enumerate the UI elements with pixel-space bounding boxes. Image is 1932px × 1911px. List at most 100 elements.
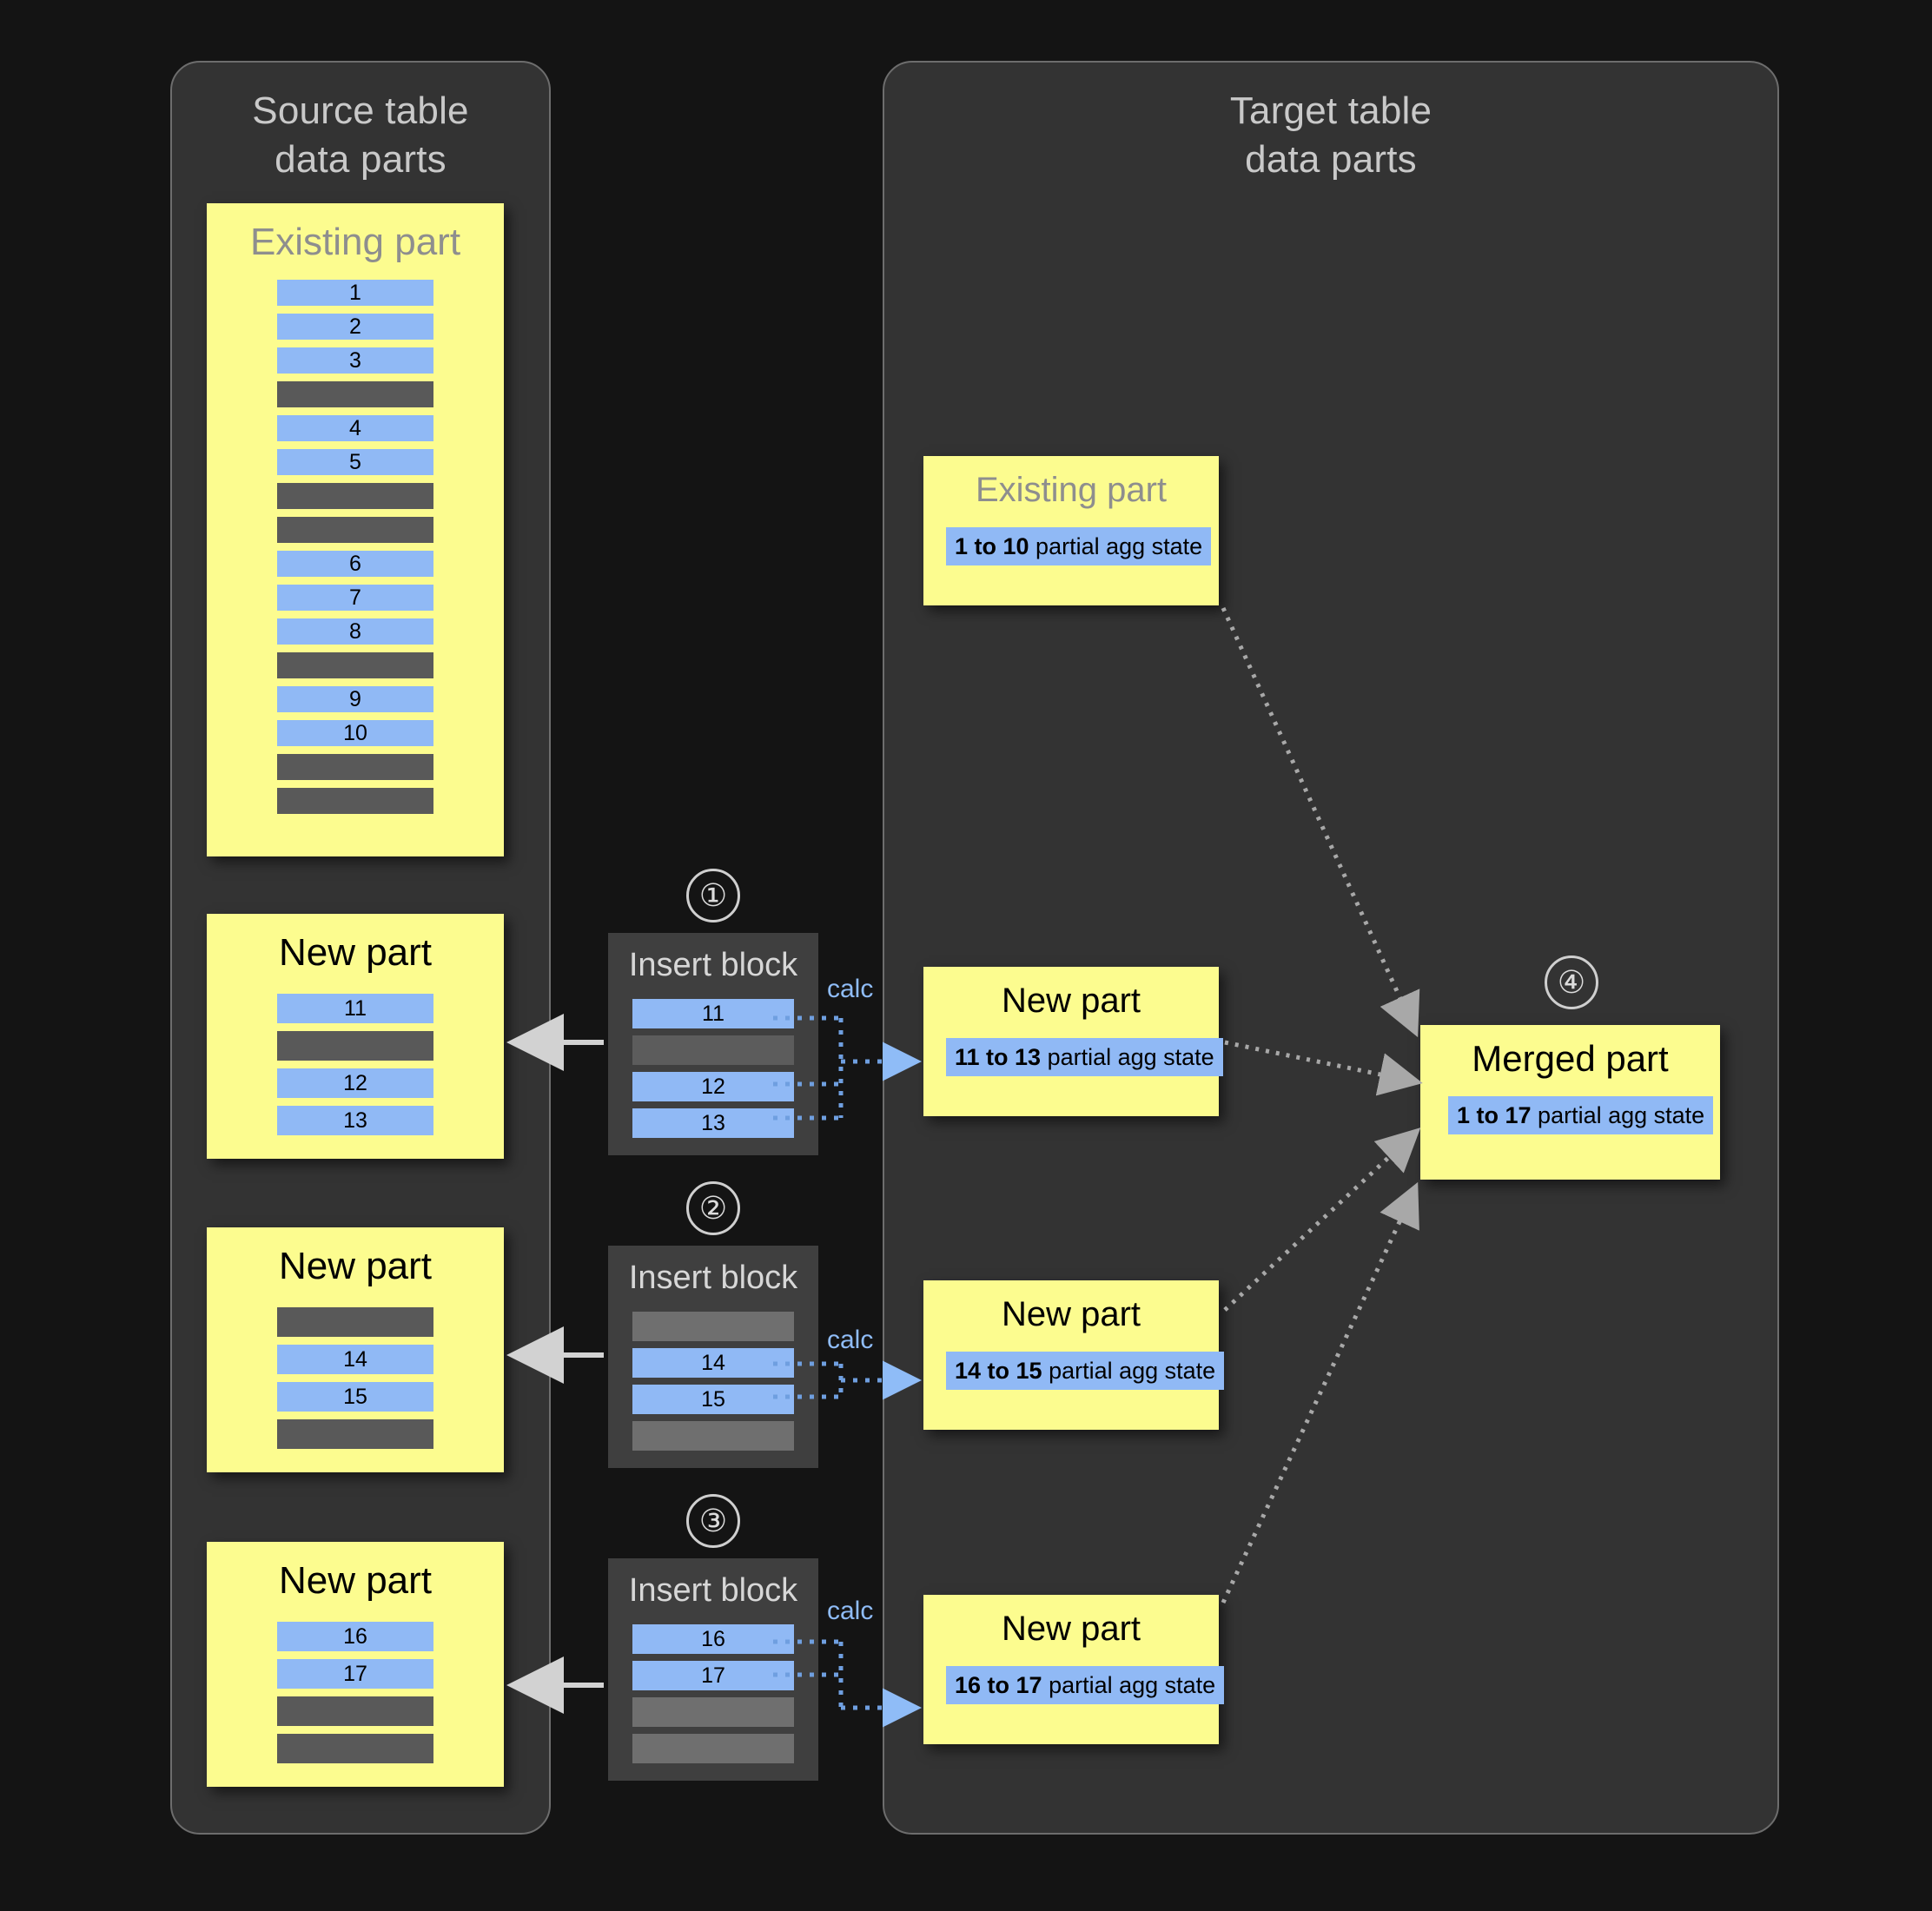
gap-row [277,1734,433,1763]
insert-block-3-rows: 16 17 [608,1624,818,1770]
target-new-part-2-title: New part [1001,1295,1141,1333]
data-row: 15 [277,1382,433,1412]
data-row: 17 [277,1659,433,1689]
source-new-part-3-title: New part [278,1559,433,1602]
agg-state-chip: 16 to 17 partial agg state [946,1666,1225,1704]
agg-suffix: partial agg state [1531,1102,1705,1128]
step-number-4: ④ [1545,956,1598,1009]
gap-row [277,381,433,407]
data-row: 15 [632,1385,794,1414]
source-new-part-1[interactable]: New part 11 12 13 [207,914,504,1159]
data-row: 4 [277,415,433,441]
data-row: 1 [277,280,433,306]
target-new-part-3-title: New part [1001,1610,1141,1648]
insert-block-2-rows: 14 15 [608,1312,818,1458]
gap-row [632,1312,794,1341]
gap-row [277,483,433,509]
source-new-part-1-rows: 11 12 13 [207,994,504,1143]
insert-block-1-title: Insert block [628,947,798,983]
target-table-panel: Target table data parts [883,61,1779,1835]
data-row: 14 [277,1345,433,1374]
target-new-part-1-agg-wrap: 11 to 13 partial agg state [923,1022,1223,1076]
insert-block-3[interactable]: Insert block 16 17 [608,1558,818,1781]
calc-label-1: calc [827,975,874,1003]
merged-part[interactable]: Merged part 1 to 17 partial agg state [1420,1025,1720,1180]
source-new-part-2-title: New part [278,1245,433,1287]
data-row: 16 [277,1622,433,1651]
target-existing-part[interactable]: Existing part 1 to 10 partial agg state [923,456,1219,605]
source-table-title: Source table data parts [252,89,469,181]
data-row: 12 [632,1072,794,1101]
agg-range: 14 to 15 [955,1358,1042,1384]
agg-state-chip: 1 to 17 partial agg state [1448,1096,1714,1134]
gap-row [632,1421,794,1451]
data-row: 2 [277,314,433,340]
agg-range: 16 to 17 [955,1672,1042,1698]
gap-row [277,1307,433,1337]
data-row: 16 [632,1624,794,1654]
data-row: 9 [277,686,433,712]
source-new-part-3[interactable]: New part 16 17 [207,1542,504,1787]
data-row: 17 [632,1661,794,1690]
step-number-3: ③ [686,1494,740,1548]
data-row: 3 [277,347,433,374]
source-existing-part[interactable]: Existing part 1 2 3 4 5 6 7 8 9 10 [207,203,504,856]
insert-block-1[interactable]: Insert block 11 12 13 [608,933,818,1155]
agg-suffix: partial agg state [1042,1672,1216,1698]
agg-suffix: partial agg state [1042,1358,1216,1384]
step-number-2: ② [686,1181,740,1235]
target-existing-part-agg-wrap: 1 to 10 partial agg state [923,512,1219,565]
source-existing-part-rows: 1 2 3 4 5 6 7 8 9 10 [207,280,504,822]
agg-state-chip: 14 to 15 partial agg state [946,1352,1225,1390]
source-new-part-2-rows: 14 15 [207,1307,504,1457]
insert-block-2[interactable]: Insert block 14 15 [608,1246,818,1468]
target-new-part-3-agg-wrap: 16 to 17 partial agg state [923,1650,1225,1704]
data-row: 7 [277,585,433,611]
target-new-part-2[interactable]: New part 14 to 15 partial agg state [923,1280,1225,1430]
data-row: 5 [277,449,433,475]
target-table-title: Target table data parts [1229,89,1432,181]
gap-row [632,1734,794,1763]
agg-state-chip: 11 to 13 partial agg state [946,1038,1223,1076]
gap-row [277,754,433,780]
agg-range: 11 to 13 [955,1044,1042,1070]
target-new-part-1-title: New part [1001,982,1141,1020]
target-new-part-2-agg-wrap: 14 to 15 partial agg state [923,1336,1225,1390]
merged-part-title: Merged part [1472,1038,1669,1079]
agg-suffix: partial agg state [1041,1044,1214,1070]
calc-label-2: calc [827,1326,874,1354]
gap-row [277,788,433,814]
data-row: 11 [632,999,794,1028]
agg-range: 1 to 10 [955,533,1029,559]
step-number-1: ① [686,869,740,922]
insert-block-1-rows: 11 12 13 [608,999,818,1145]
calc-label-3: calc [827,1597,874,1625]
target-existing-part-title: Existing part [975,471,1168,509]
target-new-part-3[interactable]: New part 16 to 17 partial agg state [923,1595,1225,1744]
agg-suffix: partial agg state [1029,533,1203,559]
data-row: 12 [277,1068,433,1098]
insert-block-3-title: Insert block [628,1572,798,1609]
data-row: 6 [277,551,433,577]
data-row: 8 [277,618,433,645]
gap-row [277,652,433,678]
source-new-part-1-title: New part [278,931,433,974]
data-row: 13 [632,1108,794,1138]
target-new-part-1[interactable]: New part 11 to 13 partial agg state [923,967,1223,1116]
insert-block-2-title: Insert block [628,1260,798,1296]
data-row: 14 [632,1348,794,1378]
gap-row [277,1031,433,1061]
data-row: 13 [277,1106,433,1135]
source-new-part-2[interactable]: New part 14 15 [207,1227,504,1472]
merged-part-agg-wrap: 1 to 17 partial agg state [1420,1081,1720,1134]
gap-row [277,1419,433,1449]
source-existing-part-title: Existing part [249,221,461,263]
gap-row [277,517,433,543]
gap-row [632,1035,794,1065]
agg-range: 1 to 17 [1457,1102,1532,1128]
gap-row [277,1696,433,1726]
gap-row [632,1697,794,1727]
agg-state-chip: 1 to 10 partial agg state [946,527,1212,565]
data-row: 10 [277,720,433,746]
